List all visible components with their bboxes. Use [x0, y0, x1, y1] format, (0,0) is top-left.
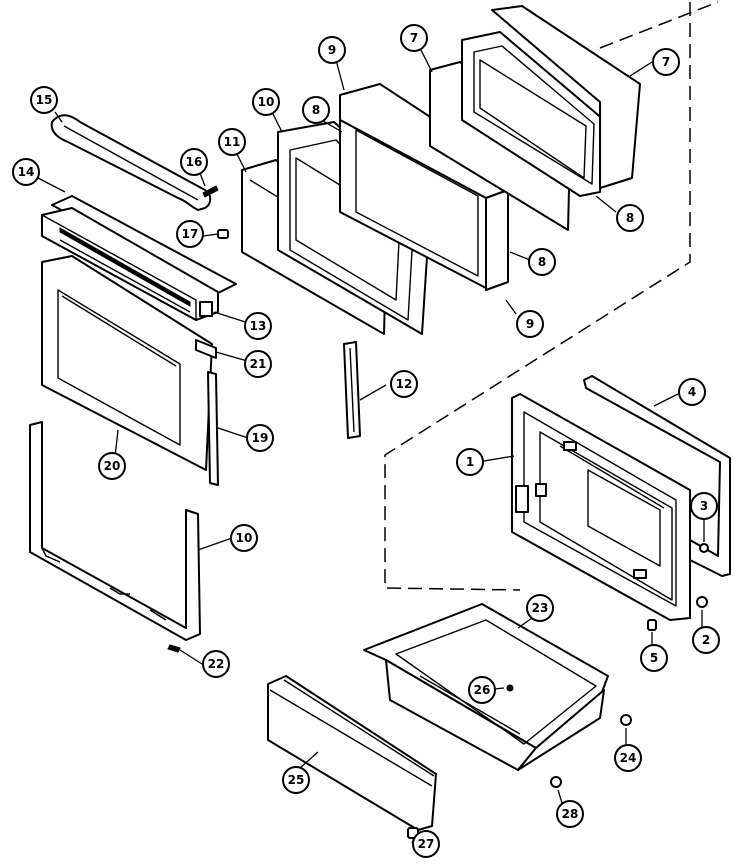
door-gasket	[583, 375, 731, 577]
frame-screw	[167, 644, 181, 653]
side-trim-strip	[207, 371, 219, 486]
callout-4: 4	[678, 378, 706, 406]
callout-2: 2	[692, 626, 720, 654]
svg-text:15: 15	[36, 93, 53, 107]
callout-9-lower: 9	[516, 310, 544, 338]
door-bumper	[696, 596, 708, 608]
svg-text:26: 26	[474, 683, 491, 697]
svg-text:8: 8	[538, 255, 546, 269]
svg-text:23: 23	[532, 601, 549, 615]
callout-11: 11	[218, 128, 246, 156]
svg-text:17: 17	[182, 227, 199, 241]
callout-19: 19	[246, 424, 274, 452]
callout-16: 16	[180, 148, 208, 176]
callout-13: 13	[244, 312, 272, 340]
callout-25: 25	[282, 766, 310, 794]
dashed-guide-lines	[384, 1, 719, 591]
drawer-glide-clip	[620, 714, 632, 726]
callout-12: 12	[390, 370, 418, 398]
oven-door-assembly	[511, 393, 691, 621]
callout-10-upper: 10	[252, 88, 280, 116]
svg-text:1: 1	[466, 455, 474, 469]
callout-8-lower: 8	[528, 248, 556, 276]
door-inner-liner	[277, 121, 431, 335]
door-seal-strip	[195, 339, 217, 359]
svg-text:12: 12	[396, 377, 413, 391]
callout-27: 27	[412, 830, 440, 858]
callout-10-lower: 10	[230, 524, 258, 552]
svg-text:16: 16	[186, 155, 203, 169]
svg-text:24: 24	[620, 751, 637, 765]
svg-text:2: 2	[702, 633, 710, 647]
handle-spacer	[217, 229, 229, 239]
callout-17: 17	[176, 220, 204, 248]
svg-text:14: 14	[18, 165, 35, 179]
hinge-pin	[647, 619, 657, 631]
door-bottom-frame	[29, 421, 201, 641]
glass-frame	[461, 31, 605, 197]
svg-text:10: 10	[258, 95, 275, 109]
svg-text:21: 21	[250, 357, 267, 371]
callout-1: 1	[456, 448, 484, 476]
callout-7-right: 7	[652, 48, 680, 76]
gasket-clip	[699, 543, 709, 553]
svg-text:28: 28	[562, 807, 579, 821]
svg-text:3: 3	[700, 499, 708, 513]
callout-24: 24	[614, 744, 642, 772]
door-hinge-channel	[343, 341, 361, 439]
svg-text:22: 22	[208, 657, 225, 671]
callout-8-right: 8	[616, 204, 644, 232]
svg-text:13: 13	[250, 319, 267, 333]
drawer-front-panel	[267, 675, 437, 831]
svg-text:8: 8	[626, 211, 634, 225]
svg-text:20: 20	[104, 459, 121, 473]
callout-3: 3	[690, 492, 718, 520]
callout-15: 15	[30, 86, 58, 114]
svg-text:25: 25	[288, 773, 305, 787]
callout-9-upper: 9	[318, 36, 346, 64]
svg-text:8: 8	[312, 103, 320, 117]
drawer-roller	[550, 776, 562, 788]
callouts: 1 2 3 4 5 7 7 8 8 8 9 9 10 10 11 12 13 1…	[12, 24, 720, 858]
svg-text:11: 11	[224, 135, 241, 149]
callout-5: 5	[640, 644, 668, 672]
callout-14: 14	[12, 158, 40, 186]
svg-text:10: 10	[236, 531, 253, 545]
door-vent-panel	[41, 207, 219, 321]
callout-28: 28	[556, 800, 584, 828]
svg-text:27: 27	[418, 837, 435, 851]
door-handle	[50, 114, 212, 211]
outer-glass	[491, 5, 641, 189]
svg-text:9: 9	[328, 43, 336, 57]
svg-text:9: 9	[526, 317, 534, 331]
svg-text:7: 7	[662, 55, 670, 69]
svg-text:7: 7	[410, 31, 418, 45]
callout-7-upper: 7	[400, 24, 428, 52]
callout-8-left: 8	[302, 96, 330, 124]
svg-text:19: 19	[252, 431, 269, 445]
callout-22: 22	[202, 650, 230, 678]
callout-23: 23	[526, 594, 554, 622]
svg-text:4: 4	[688, 385, 696, 399]
svg-text:5: 5	[650, 651, 658, 665]
storage-drawer-pan	[363, 603, 609, 771]
callout-21: 21	[244, 350, 272, 378]
callout-26: 26	[468, 676, 496, 704]
handle-screw	[202, 185, 219, 198]
callout-20: 20	[98, 452, 126, 480]
drawer-screw	[506, 684, 514, 692]
